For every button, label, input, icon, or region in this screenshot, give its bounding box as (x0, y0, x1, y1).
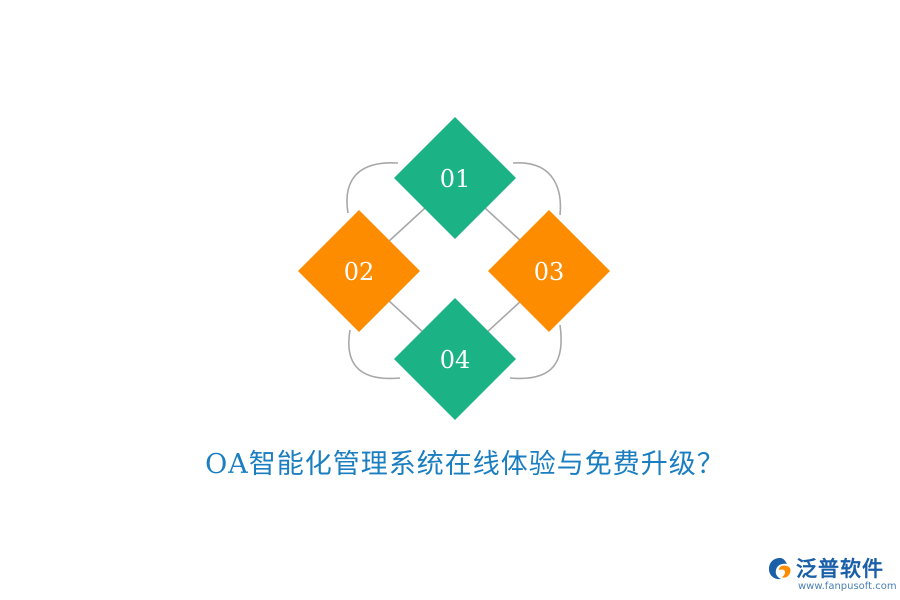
outer-loop-top-left (346, 162, 399, 214)
diamond-04: 04 (394, 298, 516, 420)
diamond-01: 01 (394, 117, 516, 239)
diamond-04-label: 04 (440, 346, 471, 374)
diamond-02-shape (298, 210, 420, 332)
diamond-02-label: 02 (344, 258, 375, 286)
brand-url: www.fanpusoft.com (798, 581, 897, 592)
logo-mark-outer (769, 558, 787, 580)
inner-line-01-02 (387, 207, 426, 243)
fanpu-logo-icon (769, 558, 791, 580)
diamond-01-shape (394, 117, 516, 239)
brand-name: 泛普软件 (796, 557, 884, 581)
diamond-04-shape (394, 298, 516, 420)
diamond-03-shape (488, 210, 610, 332)
outer-loop-bottom-right (509, 324, 562, 380)
diamond-02: 02 (298, 210, 420, 332)
outer-loop-bottom-left (348, 329, 401, 380)
connector-lines (346, 162, 562, 380)
inner-line-03-04 (484, 299, 523, 335)
inner-line-02-04 (387, 299, 426, 335)
logo-mark-inner (779, 565, 791, 578)
diamond-03: 03 (488, 210, 610, 332)
page-title: OA智能化管理系统在线体验与免费升级？ (205, 449, 725, 480)
diamond-01-label: 01 (440, 165, 471, 193)
outer-loop-top-right (512, 162, 562, 216)
diamond-03-label: 03 (534, 258, 565, 286)
brand-logo: 泛普软件 www.fanpusoft.com (766, 553, 897, 597)
inner-line-01-03 (484, 207, 523, 243)
